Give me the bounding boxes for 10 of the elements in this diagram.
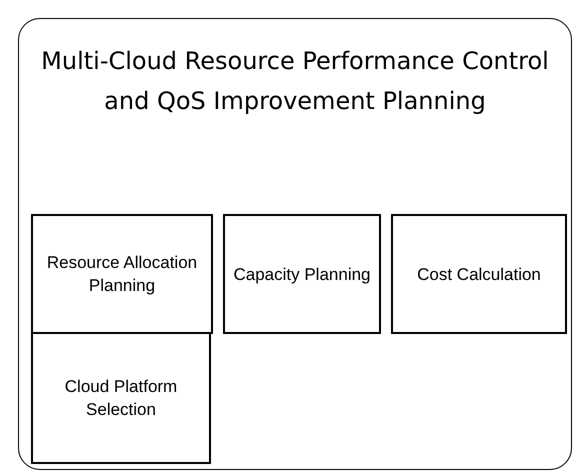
process-box [31,332,211,464]
container-panel [18,18,572,470]
box-label: Cost Calculation [416,264,542,286]
process-box [391,214,567,334]
box-label: Capacity Planning [232,264,372,286]
title: Multi-Cloud Resource Performance Control and QoS Improvement Planning [40,46,550,117]
box-label: Resource Allocation Planning [46,252,198,297]
process-box [31,214,213,334]
process-box [223,214,381,334]
box-label: Cloud Platform Selection [64,376,178,421]
